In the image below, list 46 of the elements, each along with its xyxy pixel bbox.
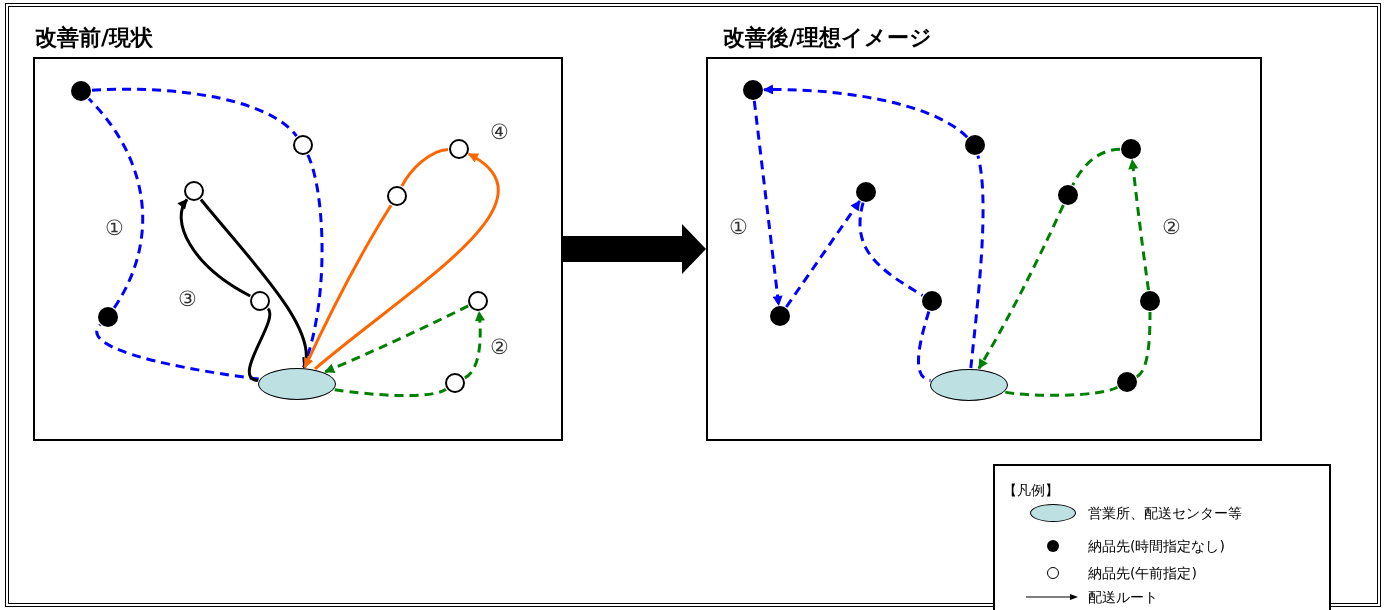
filled-dot — [1117, 372, 1137, 392]
filled-dot — [922, 291, 942, 311]
open-circle — [250, 291, 270, 311]
route-arrow — [178, 198, 251, 298]
open-circle — [293, 135, 313, 155]
filled-dot — [1058, 185, 1078, 205]
route-arrow — [752, 100, 783, 307]
panel-title: 改善前/現状 — [35, 24, 154, 52]
block-arrow — [563, 224, 706, 274]
legend-label: 納品先(時間指定なし) — [1088, 537, 1225, 556]
filled-dot — [1140, 291, 1160, 311]
filled-dot — [743, 80, 763, 100]
route-arrow — [1128, 158, 1150, 291]
legend-label: 配送ルート — [1088, 588, 1158, 607]
route-arrow — [977, 204, 1065, 370]
legend-title: 【凡例】 — [1003, 481, 1059, 500]
route-number: ② — [490, 334, 509, 361]
route-arrow — [324, 304, 469, 374]
route-number: ① — [729, 214, 748, 241]
filled-dot — [71, 81, 91, 101]
open-circle — [445, 373, 465, 393]
route-arrow — [199, 198, 311, 369]
route-arrow — [463, 310, 485, 380]
route-number: ④ — [490, 119, 509, 146]
filled-dot — [1121, 139, 1141, 159]
legend-label: 納品先(午前指定) — [1088, 564, 1197, 583]
filled-dot — [965, 135, 985, 155]
filled-dot — [98, 307, 118, 327]
open-circle — [449, 139, 469, 159]
route-number: ② — [1162, 214, 1181, 241]
filled-dot — [856, 182, 876, 202]
open-circle — [184, 181, 204, 201]
filled-dot — [770, 306, 790, 326]
open-circle — [468, 291, 488, 311]
route-arrow — [301, 154, 324, 369]
route-arrow — [763, 84, 969, 139]
open-circle — [387, 186, 407, 206]
route-arrow — [785, 200, 861, 308]
route-number: ① — [105, 215, 124, 242]
route-arrow — [303, 204, 393, 369]
panel-title: 改善後/理想イメージ — [723, 24, 933, 52]
legend-label: 営業所、配送センター等 — [1088, 504, 1242, 523]
route-arrow — [314, 152, 500, 370]
depot-ellipse — [258, 368, 336, 400]
route-number: ③ — [178, 286, 197, 313]
depot-ellipse — [930, 369, 1008, 401]
